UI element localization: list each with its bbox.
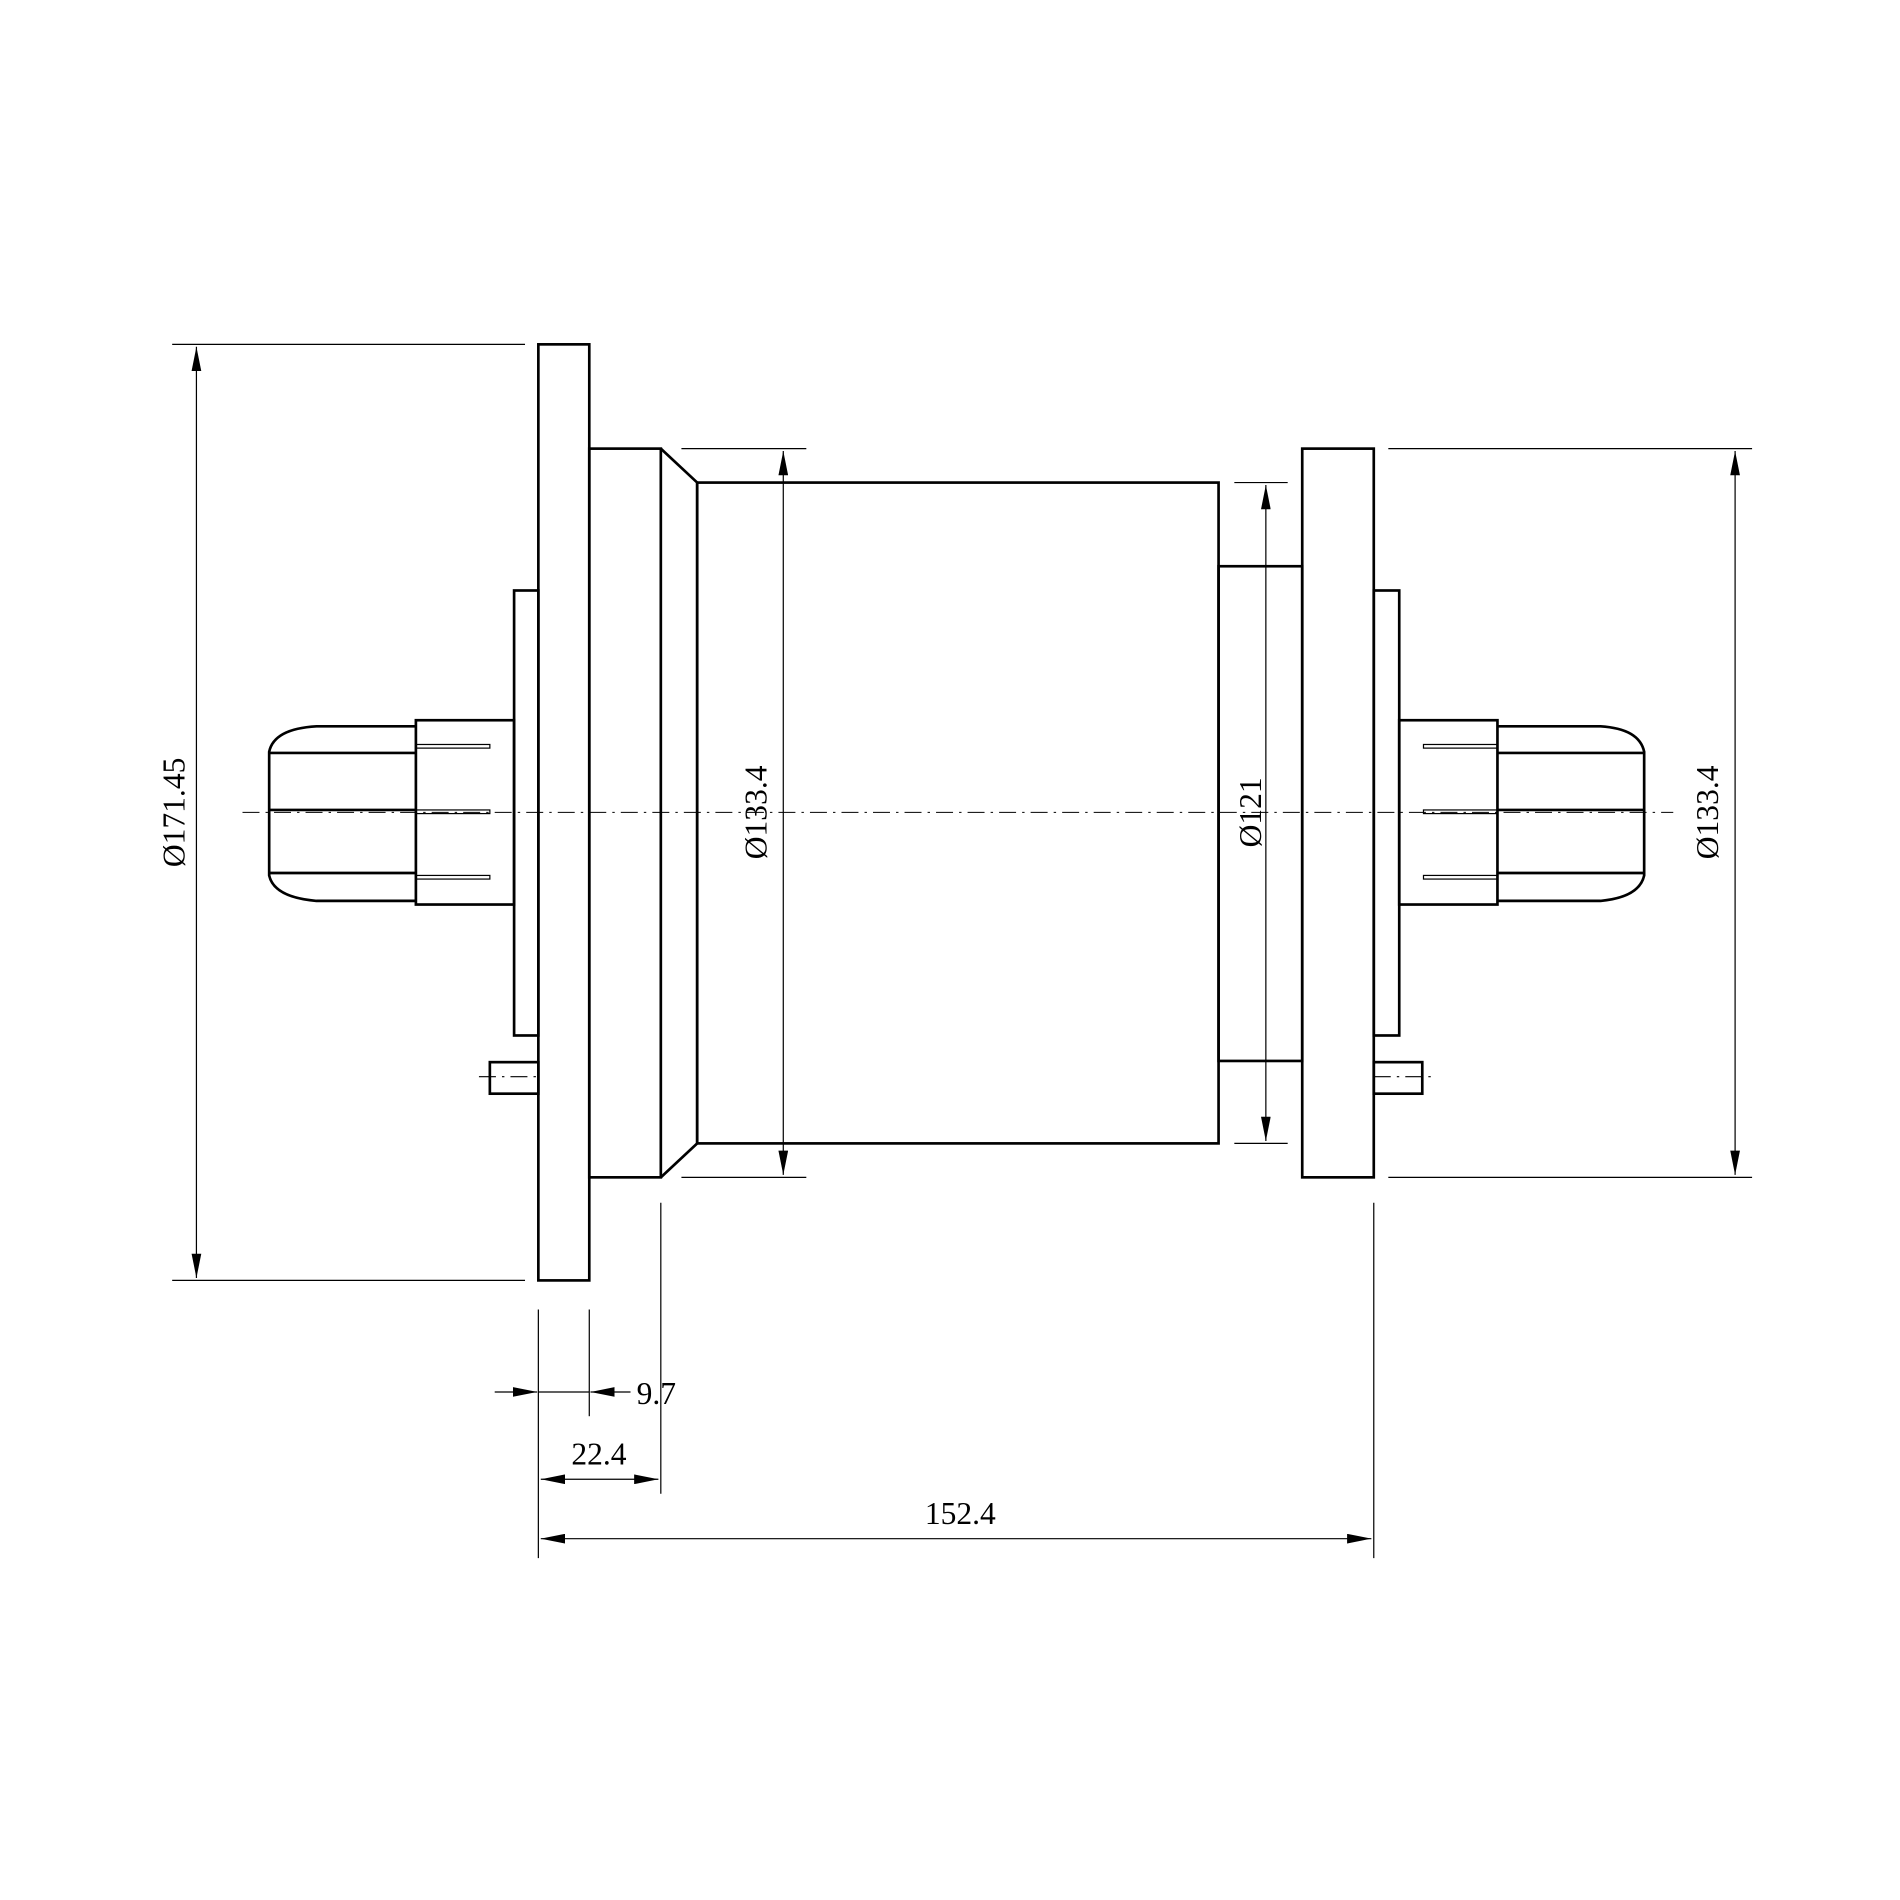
dim-text-overall-length: 152.4 <box>925 1496 996 1531</box>
dim-text-neck-diameter: Ø121 <box>1233 777 1268 847</box>
main-body <box>587 447 1304 1179</box>
dim-right-flange-diameter: Ø133.4 <box>1388 448 1753 1178</box>
dim-neck-diameter: Ø121 <box>1233 481 1288 1145</box>
dim-text-right-flange-diameter: Ø133.4 <box>1690 765 1725 859</box>
dim-overall-length: 152.4 <box>540 1496 1372 1544</box>
dim-flange-diameter: Ø171.45 <box>156 343 526 1282</box>
dim-text-flange-thickness: 9.7 <box>637 1376 676 1411</box>
dim-step: 22.4 <box>540 1437 659 1485</box>
dim-text-flange-diameter: Ø171.45 <box>156 758 191 867</box>
right-flange <box>1300 447 1424 1179</box>
dim-text-step: 22.4 <box>571 1437 626 1472</box>
left-connector <box>267 718 516 906</box>
dim-flange-thickness: 9.7 <box>494 1376 676 1411</box>
right-connector <box>1397 718 1646 906</box>
dim-text-body-diameter: Ø133.4 <box>738 765 773 859</box>
dim-body-diameter: Ø133.4 <box>681 448 807 1178</box>
